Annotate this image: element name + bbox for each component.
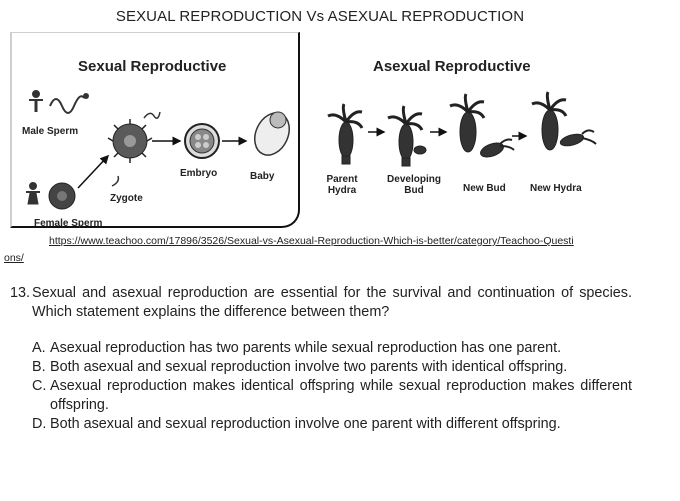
asexual-heading: Asexual Reproductive [373,58,531,75]
answer-options: A. Asexual reproduction has two parents … [32,339,632,434]
option-a[interactable]: A. Asexual reproduction has two parents … [32,339,632,358]
option-text: Both asexual and sexual reproduction inv… [50,416,561,432]
label-male-sperm: Male Sperm [22,126,79,137]
new-bud-hydra-icon [449,93,515,158]
option-letter: A. [32,340,46,356]
female-person-icon [26,182,40,205]
baby-icon [254,111,290,156]
label-new-hydra: New Hydra [530,183,582,194]
label-zygote: Zygote [110,193,143,204]
label-developing-bud-line1: Developing [387,174,441,185]
label-new-bud: New Bud [463,183,506,194]
label-developing-bud-line2: Bud [404,185,424,196]
label-parent-hydra: Parent Hydra [322,174,362,196]
zygote-icon [107,119,153,163]
reproduction-figure: Sexual Reproductive Asexual Reproductive [0,28,680,233]
label-parent-hydra-line2: Hydra [327,185,357,196]
source-url-continued[interactable]: ons/ [4,252,24,264]
developing-bud-hydra-icon [387,105,427,167]
question-text: Sexual and asexual reproduction are esse… [32,285,632,320]
option-letter: D. [32,416,47,432]
male-person-icon [29,90,43,112]
option-text: Both asexual and sexual reproduction inv… [50,359,568,375]
label-developing-bud: Developing Bud [384,174,444,196]
question-number: 13. [10,285,31,301]
label-parent-hydra-line1: Parent [326,174,358,185]
label-female-sperm: Female Sperm [34,218,103,229]
option-letter: C. [32,378,47,394]
new-hydra-icon [531,91,597,151]
parent-hydra-icon [327,103,364,165]
option-c[interactable]: C. Asexual reproduction makes identical … [32,377,632,415]
option-b[interactable]: B. Both asexual and sexual reproduction … [32,358,632,377]
option-text: Asexual reproduction has two parents whi… [50,340,562,356]
option-letter: B. [32,359,46,375]
embryo-icon [184,123,220,159]
label-embryo: Embryo [180,168,218,179]
page-title: SEXUAL REPRODUCTION Vs ASEXUAL REPRODUCT… [115,8,525,25]
sexual-panel-frame [10,32,300,228]
sexual-heading: Sexual Reproductive [78,58,227,75]
option-d[interactable]: D. Both asexual and sexual reproduction … [32,415,632,434]
label-baby: Baby [250,171,275,182]
sperm-icon [49,95,85,114]
source-url[interactable]: https://www.teachoo.com/17896/3526/Sexua… [49,235,574,247]
option-text: Asexual reproduction makes identical off… [50,378,632,413]
figure-illustration [26,90,597,210]
sperm-head-icon [83,93,89,99]
